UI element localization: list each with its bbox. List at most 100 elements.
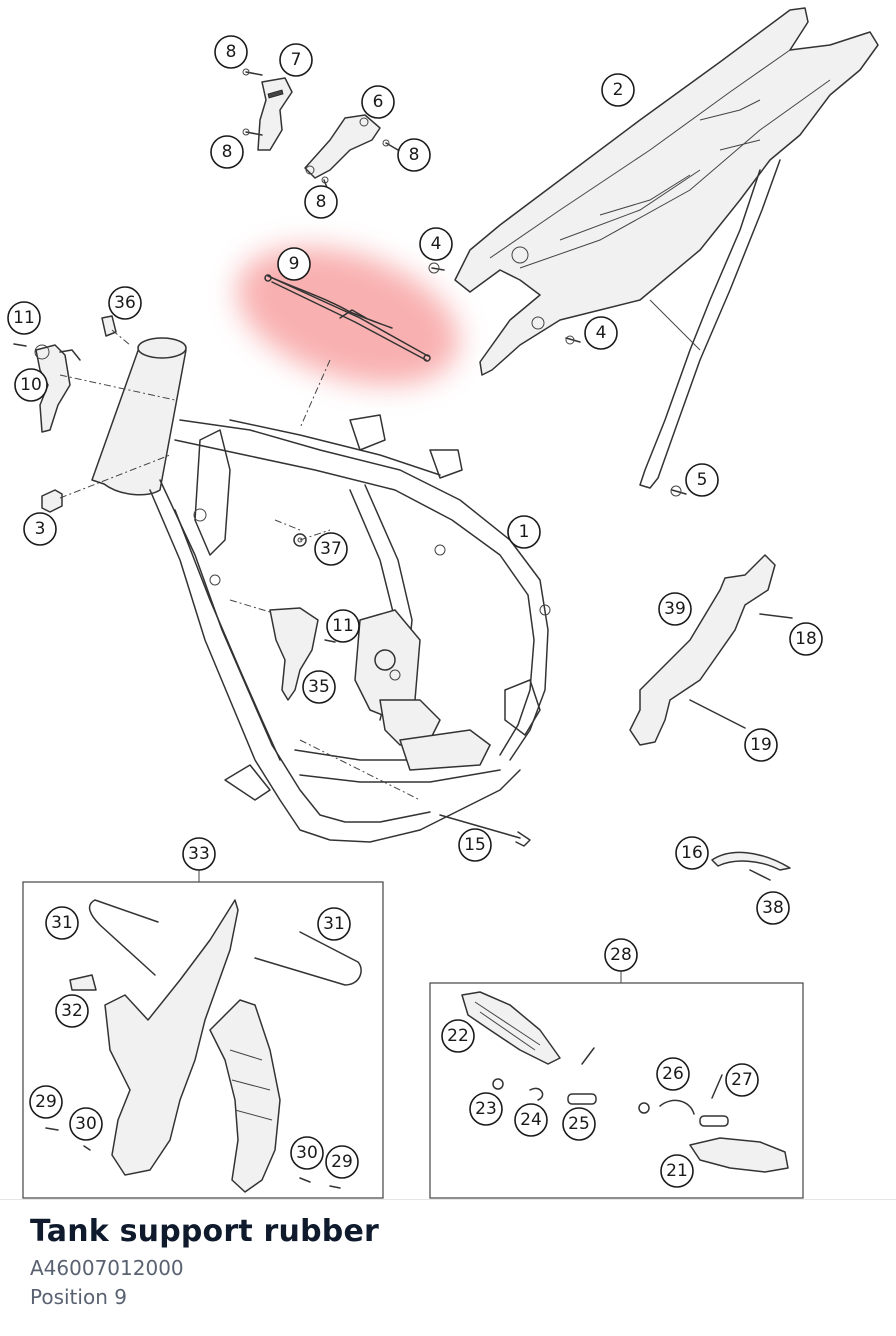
callout-3[interactable]: 3 — [23, 512, 57, 546]
callout-38[interactable]: 38 — [756, 891, 790, 925]
part-7-bracket[interactable] — [257, 77, 293, 151]
svg-text:2: 2 — [613, 80, 624, 100]
callout-30a[interactable]: 30 — [69, 1107, 103, 1141]
svg-text:6: 6 — [373, 92, 384, 112]
svg-text:8: 8 — [316, 192, 327, 212]
callout-36[interactable]: 36 — [108, 286, 142, 320]
part-3-rubber[interactable] — [41, 489, 63, 513]
callout-23[interactable]: 23 — [469, 1092, 503, 1126]
svg-text:8: 8 — [226, 42, 237, 62]
part-39-skid-guide[interactable] — [629, 554, 793, 746]
callout-27[interactable]: 27 — [725, 1063, 759, 1097]
callout-11b[interactable]: 11 — [326, 609, 360, 643]
callout-32[interactable]: 32 — [55, 994, 89, 1028]
callout-9[interactable]: 9 — [277, 247, 311, 281]
svg-text:30: 30 — [296, 1143, 318, 1163]
callout-8c[interactable]: 8 — [397, 138, 431, 172]
svg-text:5: 5 — [697, 470, 708, 490]
callout-39[interactable]: 39 — [658, 592, 692, 626]
callout-25[interactable]: 25 — [562, 1107, 596, 1141]
part-6-bracket[interactable] — [304, 114, 381, 179]
svg-text:33: 33 — [188, 844, 210, 864]
kit-33-frame-protectors[interactable] — [22, 870, 384, 1199]
callout-24[interactable]: 24 — [514, 1103, 548, 1137]
part-16-clamp[interactable] — [711, 851, 791, 881]
callout-15[interactable]: 15 — [458, 828, 492, 862]
svg-text:11: 11 — [13, 308, 35, 328]
part-15-bolt[interactable] — [439, 814, 531, 847]
part-8-bolts[interactable] — [242, 68, 399, 191]
callout-31b[interactable]: 31 — [317, 907, 351, 941]
part-1-main-frame[interactable] — [91, 337, 551, 843]
svg-text:30: 30 — [75, 1114, 97, 1134]
callout-8a[interactable]: 8 — [214, 35, 248, 69]
svg-text:28: 28 — [610, 945, 632, 965]
exploded-parts-diagram: 1 2 3 4 4 5 6 7 8 8 8 8 9 10 11 11 15 16… — [7, 7, 879, 1199]
svg-text:37: 37 — [320, 539, 342, 559]
callout-18[interactable]: 18 — [789, 622, 823, 656]
callout-4b[interactable]: 4 — [584, 316, 618, 350]
callout-30b[interactable]: 30 — [290, 1136, 324, 1170]
callout-35[interactable]: 35 — [302, 670, 336, 704]
callout-19[interactable]: 19 — [744, 728, 778, 762]
callout-4a[interactable]: 4 — [419, 227, 453, 261]
callout-1[interactable]: 1 — [507, 515, 541, 549]
callout-22[interactable]: 22 — [441, 1019, 475, 1053]
callout-6[interactable]: 6 — [361, 85, 395, 119]
callout-28[interactable]: 28 — [604, 938, 638, 972]
callout-8b[interactable]: 8 — [210, 135, 244, 169]
svg-text:32: 32 — [61, 1001, 83, 1021]
svg-text:4: 4 — [431, 234, 442, 254]
svg-text:29: 29 — [331, 1152, 353, 1172]
svg-text:4: 4 — [596, 323, 607, 343]
svg-text:29: 29 — [35, 1092, 57, 1112]
svg-text:35: 35 — [308, 677, 330, 697]
svg-text:22: 22 — [447, 1026, 469, 1046]
callout-2[interactable]: 2 — [601, 73, 635, 107]
svg-text:24: 24 — [520, 1110, 542, 1130]
callout-37[interactable]: 37 — [314, 532, 348, 566]
part-4-bolts[interactable] — [428, 262, 581, 345]
part-2-rear-subframe[interactable] — [454, 7, 879, 489]
svg-text:25: 25 — [568, 1114, 590, 1134]
callout-33[interactable]: 33 — [182, 837, 216, 871]
part-title: Tank support rubber — [30, 1214, 379, 1249]
svg-text:31: 31 — [323, 914, 345, 934]
callout-21[interactable]: 21 — [660, 1154, 694, 1188]
callout-29b[interactable]: 29 — [325, 1145, 359, 1179]
part-35-cover[interactable] — [269, 607, 336, 701]
svg-text:10: 10 — [20, 375, 42, 395]
svg-text:36: 36 — [114, 293, 136, 313]
part-37-nut[interactable] — [293, 533, 307, 547]
callout-7[interactable]: 7 — [279, 43, 313, 77]
callout-29a[interactable]: 29 — [29, 1085, 63, 1119]
callout-5[interactable]: 5 — [685, 463, 719, 497]
callout-10[interactable]: 10 — [14, 368, 48, 402]
callout-11a[interactable]: 11 — [7, 301, 41, 335]
part-36-clip[interactable] — [101, 315, 117, 337]
leader-lines — [59, 329, 421, 801]
callout-8d[interactable]: 8 — [304, 185, 338, 219]
selected-part-highlight — [236, 247, 460, 385]
kit-28-footpegs[interactable] — [429, 970, 804, 1199]
svg-text:39: 39 — [664, 599, 686, 619]
svg-text:18: 18 — [795, 629, 817, 649]
callout-26[interactable]: 26 — [656, 1057, 690, 1091]
svg-text:27: 27 — [731, 1070, 753, 1090]
svg-text:9: 9 — [289, 254, 300, 274]
part-info-panel: Tank support rubber A46007012000 Positio… — [0, 1199, 896, 1336]
svg-text:3: 3 — [35, 519, 46, 539]
part-position: Position 9 — [30, 1285, 127, 1309]
part-5-bolt[interactable] — [670, 485, 687, 497]
callout-31a[interactable]: 31 — [45, 906, 79, 940]
svg-text:38: 38 — [762, 898, 784, 918]
svg-text:8: 8 — [409, 145, 420, 165]
part-9-tank-support-rubber[interactable] — [264, 274, 431, 362]
svg-text:19: 19 — [750, 735, 772, 755]
svg-text:1: 1 — [519, 522, 530, 542]
svg-text:8: 8 — [222, 142, 233, 162]
svg-text:7: 7 — [291, 50, 302, 70]
svg-text:26: 26 — [662, 1064, 684, 1084]
callout-16[interactable]: 16 — [675, 836, 709, 870]
svg-text:11: 11 — [332, 616, 354, 636]
